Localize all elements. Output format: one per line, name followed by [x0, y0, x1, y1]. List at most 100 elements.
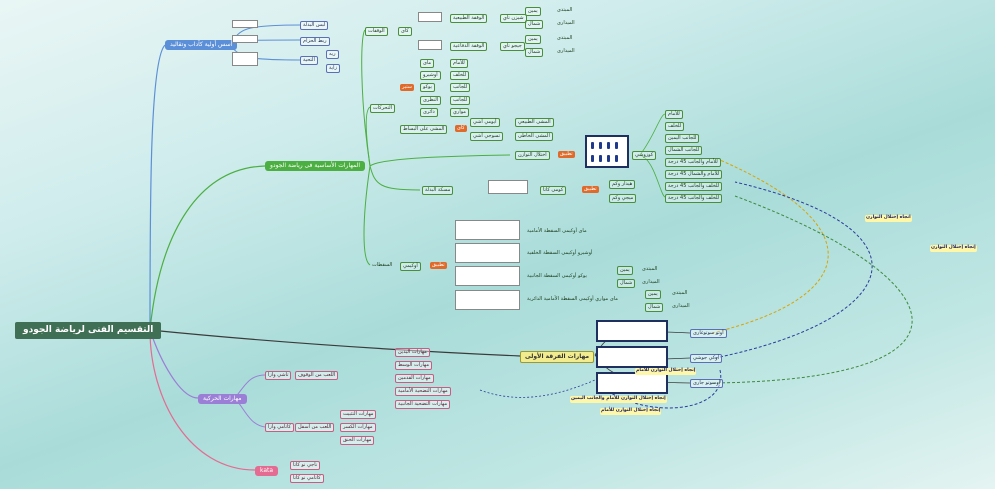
- greeting-image: [232, 52, 258, 66]
- grip-item[interactable]: هيدار وكم: [609, 180, 636, 189]
- kuzushi-dir[interactable]: للأمام والشمال 45 درجة: [665, 170, 723, 179]
- fall-side[interactable]: شمال: [645, 303, 664, 312]
- grip-jp[interactable]: كومى كاتا: [540, 186, 567, 195]
- kuzushi-dir[interactable]: للأمام: [665, 110, 683, 119]
- standing-ar[interactable]: اللعب من الوقوف: [295, 371, 339, 380]
- throw-item[interactable]: أوسوتو جارى: [690, 379, 724, 388]
- fall-side[interactable]: يمين: [617, 266, 633, 275]
- move-dir-ar[interactable]: للجانب: [450, 96, 471, 105]
- kuzushi-jp[interactable]: كوزوشي: [632, 151, 657, 160]
- kuzushi-label[interactable]: تطبيق: [558, 151, 575, 158]
- grip-label[interactable]: تطبيق: [582, 186, 599, 193]
- stance-node[interactable]: الوقفات: [365, 27, 388, 36]
- stance-sub[interactable]: كاى: [398, 27, 412, 36]
- fall-image: [455, 266, 520, 286]
- branch-motor[interactable]: مهارات الحركية: [198, 394, 247, 404]
- technique-label[interactable]: مهارات الوسط: [395, 361, 433, 370]
- ground-item[interactable]: مهارات الخنق: [340, 436, 375, 445]
- step-item[interactable]: أيومي أشي: [470, 118, 500, 127]
- throw-item[interactable]: أوتو سوتوغارى: [690, 329, 727, 338]
- kuzushi-dir[interactable]: للخلف: [665, 122, 685, 131]
- movements-label[interactable]: ستير: [400, 84, 414, 91]
- kuzushi-dir[interactable]: للأمام والجانب 45 درجة: [665, 158, 721, 167]
- step-node[interactable]: المشى على البساط: [400, 125, 448, 134]
- ground-item[interactable]: مهارات الكسر: [340, 423, 376, 432]
- culture-item[interactable]: لبس البدلة: [300, 21, 329, 30]
- technique-label[interactable]: مهارات اليدين: [395, 348, 430, 357]
- kata-item[interactable]: كاتامي نو كاتا: [290, 474, 324, 483]
- step-label[interactable]: كاى: [455, 125, 467, 132]
- throws-node[interactable]: مهارات الفرقة الأولى: [520, 351, 595, 363]
- move-dir[interactable]: دائرى: [420, 108, 438, 117]
- ground-jp[interactable]: كاتامي وازا: [265, 423, 294, 432]
- step-item[interactable]: المشى الخاطى: [515, 132, 553, 141]
- branch-culture[interactable]: أسس أولية كآداب وتقاليد: [165, 40, 238, 50]
- branch-kata[interactable]: kata: [255, 466, 279, 476]
- move-dir-ar[interactable]: مواري: [450, 108, 469, 117]
- movements-node[interactable]: التحركات: [370, 104, 396, 113]
- move-dir[interactable]: أوشيرو: [420, 71, 441, 80]
- culture-item[interactable]: ريه: [326, 50, 339, 59]
- technique-label[interactable]: مهارات التضحية الجانبية: [395, 400, 451, 409]
- fall-level: الميدارى: [642, 279, 660, 285]
- fall-item[interactable]: أوشيرو أوكيمى السقطة الخلفية: [527, 250, 593, 256]
- move-dir-ar[interactable]: للجانب: [450, 83, 471, 92]
- ground-item[interactable]: مهارات التثبيت: [340, 410, 377, 419]
- culture-item[interactable]: ربط الحزام: [300, 37, 330, 46]
- stance-side[interactable]: يمين: [525, 7, 541, 16]
- stance-side[interactable]: شمال: [525, 20, 544, 29]
- kata-item[interactable]: ناجي نو كاتا: [290, 461, 321, 470]
- direction-note: إتجاه إختلال التوازن: [930, 245, 977, 252]
- falls-node[interactable]: السقطات: [372, 262, 393, 268]
- move-dir[interactable]: يوكو: [420, 83, 435, 92]
- direction-note: اتجاه إختلال التوازن: [865, 215, 912, 222]
- kuzushi-dir[interactable]: للخلف والجانب 45 درجة: [665, 194, 723, 203]
- move-dir-ar[interactable]: للخلف: [450, 71, 470, 80]
- kuzushi-dir[interactable]: للجانب الشمال: [665, 146, 703, 155]
- grip-image: [488, 180, 528, 194]
- standing-jp[interactable]: تاشي وازا: [265, 371, 292, 380]
- ground-ar[interactable]: اللعب من أسفل: [295, 423, 335, 432]
- branch-fundamentals[interactable]: المهارات الأساسية فى رياضة الجودو: [265, 161, 366, 171]
- technique-label[interactable]: مهارات التضحية الأمامية: [395, 387, 451, 396]
- stance-level: المبتدى: [557, 7, 573, 13]
- defensive-stance[interactable]: الوقفة الدفاعية: [450, 42, 488, 51]
- kuzushi-node[interactable]: اختلال التوازن: [515, 151, 550, 160]
- stance-level: المبتدى: [557, 35, 573, 41]
- fall-side[interactable]: يمين: [645, 290, 661, 299]
- stance-image: [418, 12, 442, 22]
- fall-item[interactable]: ماى أوكيمى السقطة الأمامية: [527, 228, 587, 234]
- stance-image: [418, 40, 442, 50]
- natural-stance-jp[interactable]: شيزن تاي: [500, 14, 527, 23]
- root-node[interactable]: التقسيم الفنى لرياضة الجودو: [15, 322, 162, 339]
- defensive-stance-jp[interactable]: جيجو تاي: [500, 42, 525, 51]
- fall-side[interactable]: شمال: [617, 279, 636, 288]
- natural-stance[interactable]: الوقفة الطبيعية: [450, 14, 488, 23]
- stance-side[interactable]: يمين: [525, 35, 541, 44]
- fall-image: [455, 290, 520, 310]
- move-dir[interactable]: النظرى: [420, 96, 442, 105]
- kuzushi-dir[interactable]: للخلف والجانب 45 درجة: [665, 182, 723, 191]
- kuzushi-image: [585, 135, 629, 168]
- move-dir[interactable]: ماى: [420, 59, 435, 68]
- culture-item[interactable]: التحية: [300, 56, 318, 65]
- bow-image: [232, 20, 258, 28]
- technique-label[interactable]: مهارات القدمين: [395, 374, 434, 383]
- step-item[interactable]: المشى الطبيعي: [515, 118, 554, 127]
- throw-image: [596, 372, 668, 394]
- fall-image: [455, 243, 520, 263]
- direction-note: إتجاه إختلال التوازن للأمام: [635, 368, 697, 375]
- throw-item[interactable]: أوكي جوشي: [690, 354, 722, 363]
- culture-item[interactable]: زاية: [326, 64, 340, 73]
- grip-item[interactable]: ميجي وكم: [609, 194, 637, 203]
- grip-node[interactable]: مسكة البدلة: [422, 186, 454, 195]
- stance-side[interactable]: شمال: [525, 48, 544, 57]
- fall-item[interactable]: يوكو أوكيمى السقطة الجانبية: [527, 273, 587, 279]
- falls-apply[interactable]: تطبيق: [430, 262, 447, 269]
- move-dir-ar[interactable]: للأمام: [450, 59, 468, 68]
- step-item[interactable]: تسوجي آشي: [470, 132, 504, 141]
- kuzushi-dir[interactable]: للجانب اليمين: [665, 134, 700, 143]
- falls-label-jp[interactable]: أوكيمي: [400, 262, 421, 271]
- fall-item[interactable]: ماى مواري أوكيمى السقطة الأمامية الدائري…: [527, 296, 618, 302]
